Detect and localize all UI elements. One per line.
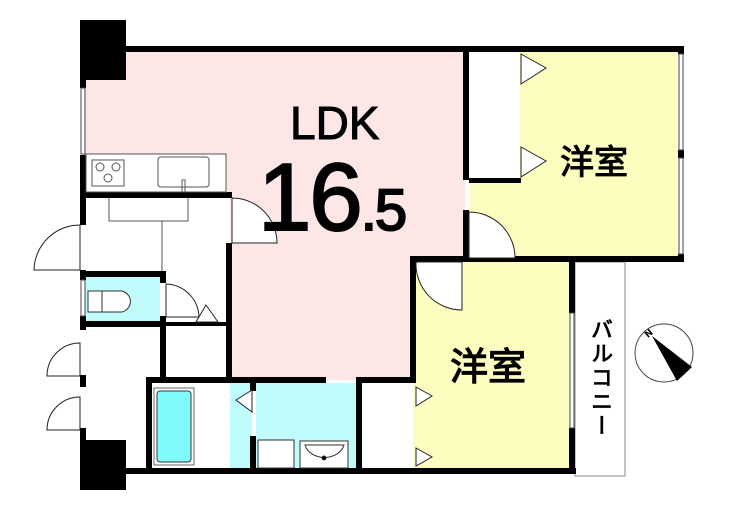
- ldk-floor-mid: [413, 195, 465, 258]
- balcony-label: バルコニー: [587, 318, 612, 438]
- kitchen-counter: [85, 153, 227, 271]
- toilet: [87, 290, 131, 313]
- washbasin: [257, 439, 349, 469]
- ldk-area: 16.5: [257, 144, 408, 251]
- bedroom-south-label: 洋室: [450, 345, 527, 389]
- bedroom-north-label: 洋室: [560, 143, 628, 183]
- doors: [33, 53, 547, 467]
- compass-north-icon: [634, 323, 694, 383]
- walls: [80, 20, 684, 490]
- ldk-label: LDK: [289, 97, 380, 149]
